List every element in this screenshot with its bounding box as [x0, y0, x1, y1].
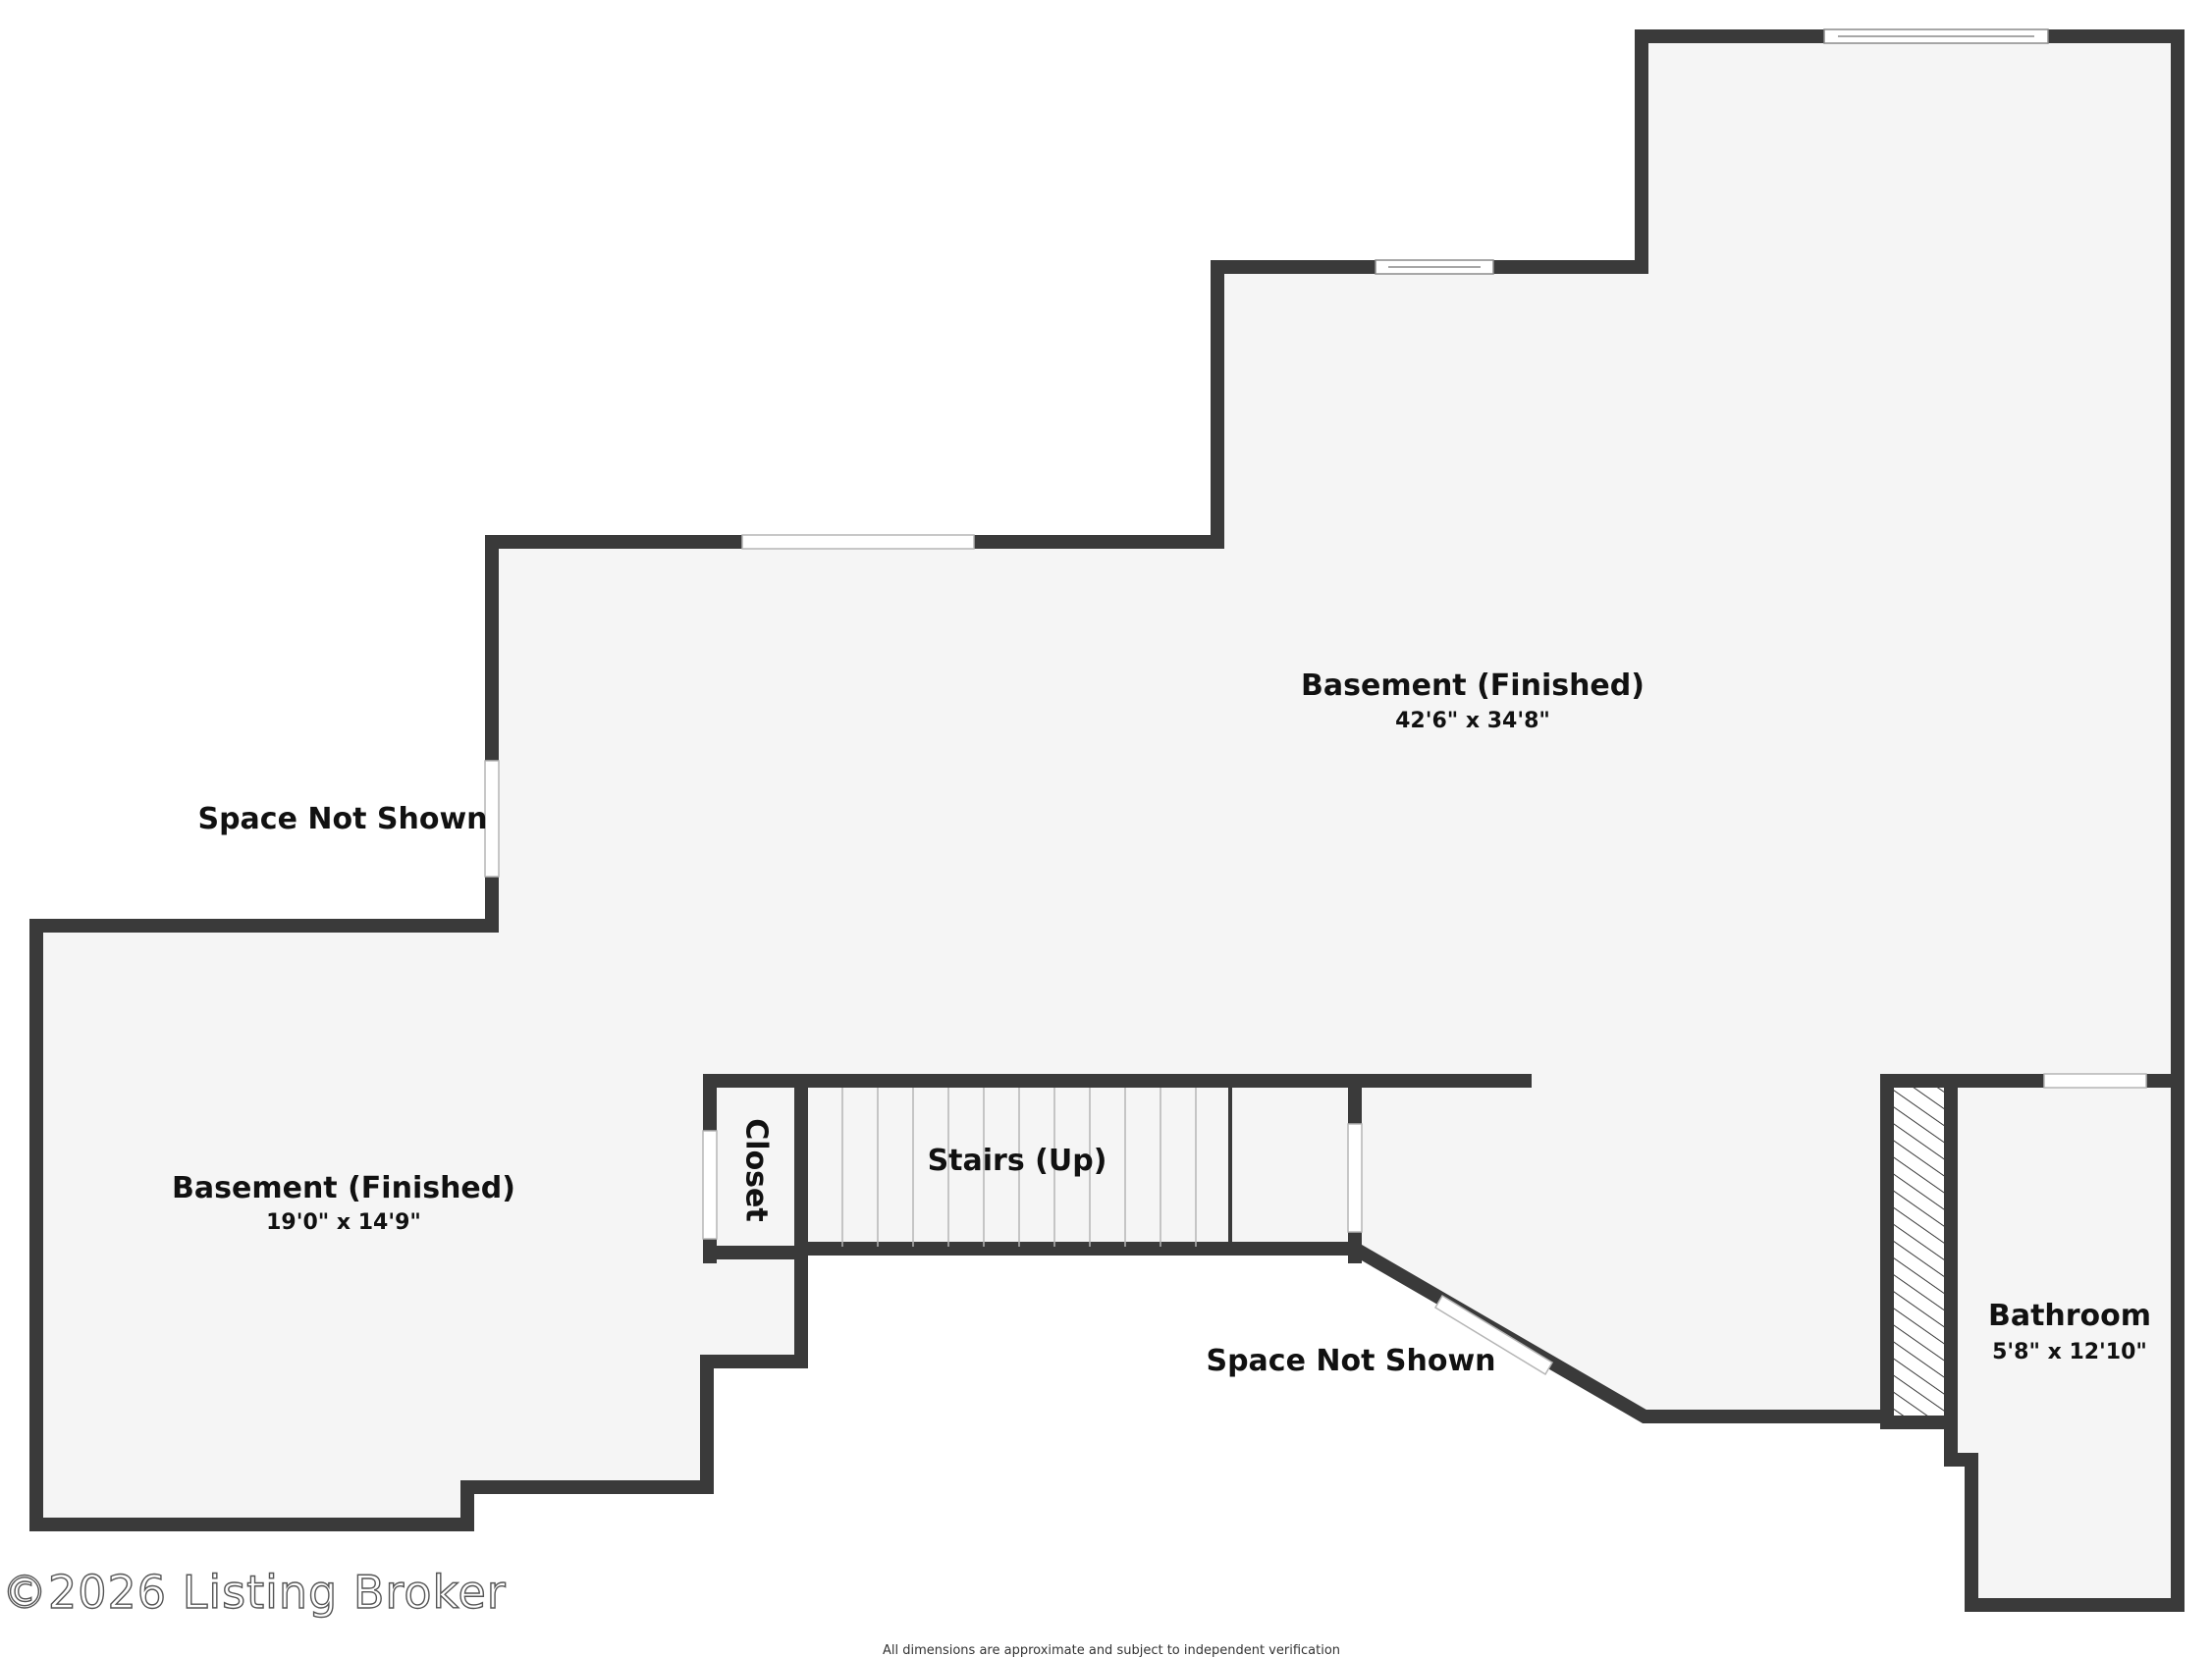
floor-area — [36, 36, 2178, 1605]
stairs-name: Stairs (Up) — [928, 1144, 1107, 1178]
space-not-shown-south: Space Not Shown — [1206, 1344, 1495, 1378]
stair-treads — [841, 1088, 1197, 1247]
main-basement-dims: 42'6" x 34'8" — [1395, 709, 1550, 733]
windows — [1375, 28, 2049, 275]
west-basement-name: Basement (Finished) — [172, 1171, 515, 1205]
main-basement-name: Basement (Finished) — [1301, 668, 1645, 703]
disclaimer: All dimensions are approximate and subje… — [883, 1643, 1340, 1657]
closet-name: Closet — [739, 1118, 774, 1221]
space-not-shown-west: Space Not Shown — [197, 802, 487, 836]
interior-walls — [703, 1074, 2185, 1467]
bathroom-name: Bathroom — [1988, 1299, 2151, 1333]
west-basement-dims: 19'0" x 14'9" — [266, 1210, 421, 1235]
watermark: ©2026 Listing Broker — [2, 1566, 507, 1619]
wall-openings — [484, 534, 2147, 1376]
hatched-chase — [1894, 1088, 1944, 1416]
bathroom-dims: 5'8" x 12'10" — [1992, 1340, 2147, 1364]
